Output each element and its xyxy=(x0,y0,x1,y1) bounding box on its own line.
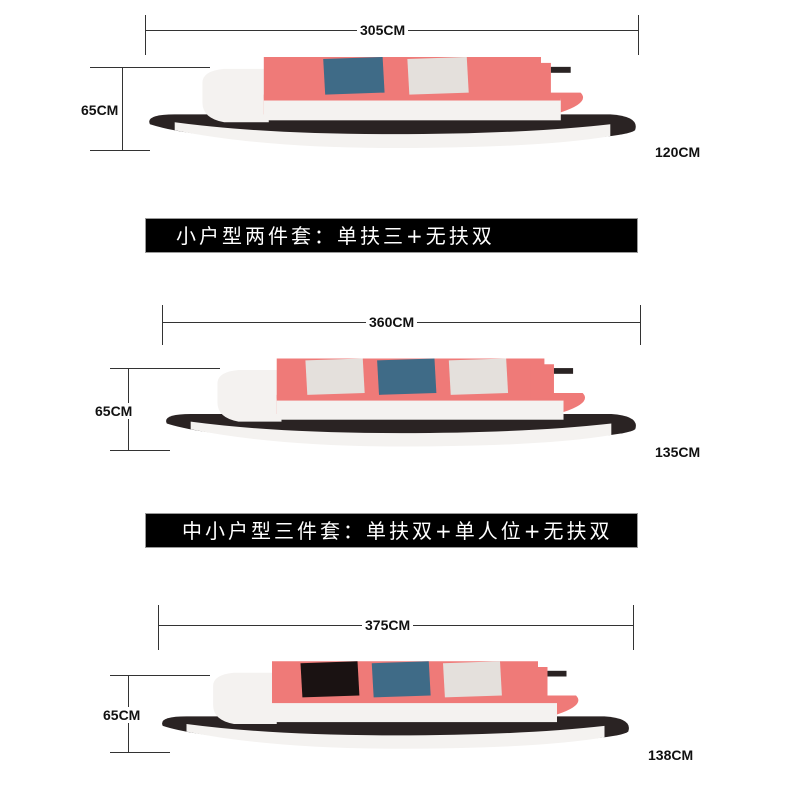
width-tick xyxy=(162,305,163,345)
sofa-seat-cushion xyxy=(272,697,557,704)
width-tick xyxy=(638,15,639,55)
height-tick xyxy=(90,67,210,68)
height-tick xyxy=(90,150,150,151)
height-label: 65CM xyxy=(78,102,122,118)
width-label: 375CM xyxy=(362,617,414,633)
sofa-seat xyxy=(272,701,557,723)
width-tick xyxy=(633,605,634,650)
pillow xyxy=(323,56,385,95)
sofa-left-arm xyxy=(213,672,277,724)
width-tick xyxy=(640,305,641,345)
sofa-base xyxy=(174,122,611,149)
height-label: 65CM xyxy=(100,707,144,723)
sofa-seat xyxy=(263,98,561,121)
sofa-end-table xyxy=(547,670,567,677)
width-label: 360CM xyxy=(366,314,418,330)
depth-label: 135CM xyxy=(652,444,704,460)
pillow xyxy=(407,56,469,95)
sofa-base xyxy=(186,724,605,749)
sofa-right-arm xyxy=(523,667,548,702)
pillow xyxy=(448,358,509,395)
pillow xyxy=(443,661,502,698)
height-label: 65CM xyxy=(92,403,136,419)
banner-three-piece: 中小户型三件套：单扶双+单人位+无扶双 xyxy=(145,513,638,548)
height-tick xyxy=(110,752,170,753)
depth-label: 138CM xyxy=(645,747,697,763)
sofa-image xyxy=(149,56,636,149)
sofa-base xyxy=(190,421,612,447)
height-tick xyxy=(110,450,170,451)
banner-two-piece: 小户型两件套：单扶三+无扶双 xyxy=(145,218,638,253)
sofa-left-arm xyxy=(217,369,282,422)
sofa-seat-cushion xyxy=(276,394,564,401)
pillow xyxy=(305,358,365,395)
sofa-end-table xyxy=(553,368,574,374)
sofa-seat xyxy=(276,398,564,420)
width-label: 305CM xyxy=(357,22,409,38)
pillow xyxy=(371,661,431,698)
sofa-right-arm xyxy=(526,62,551,99)
sofa-seat-cushion xyxy=(263,94,561,101)
sofa-right-arm xyxy=(530,364,554,399)
depth-label: 120CM xyxy=(652,144,704,160)
height-line xyxy=(122,67,123,150)
width-tick xyxy=(158,605,159,650)
width-tick xyxy=(145,15,146,55)
sofa-end-table xyxy=(550,66,571,73)
sofa-image xyxy=(162,661,629,749)
sofa-image xyxy=(166,358,636,447)
pillow xyxy=(377,358,437,395)
height-tick xyxy=(110,368,220,369)
sofa-left-arm xyxy=(202,68,269,123)
height-tick xyxy=(110,675,210,676)
pillow xyxy=(300,661,360,698)
